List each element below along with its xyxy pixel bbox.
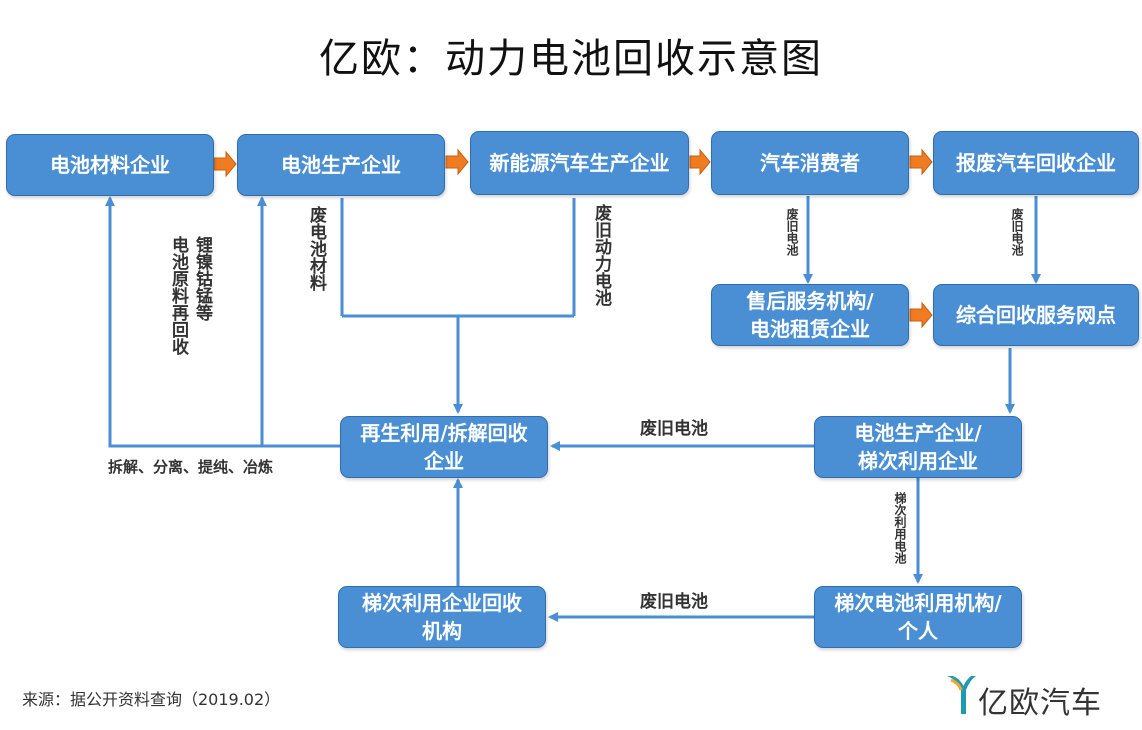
node-scrap-recycling: 报废汽车回收企业 xyxy=(933,131,1139,195)
orange-arrow-1 xyxy=(213,150,237,178)
node-consumer: 汽车消费者 xyxy=(711,131,909,195)
node-cascade-user: 梯次电池利用机构/ 个人 xyxy=(814,586,1022,648)
label-waste-power-battery: 废旧动力电池 xyxy=(591,204,611,306)
node-recycle-line1: 再生利用/拆解回收 xyxy=(360,421,528,445)
orange-arrow-3 xyxy=(689,148,711,176)
node-battery-material: 电池材料企业 xyxy=(6,134,214,196)
node-nev-production-label: 新能源汽车生产企业 xyxy=(489,151,670,175)
orange-arrow-5 xyxy=(909,301,933,329)
node-cascade-user-line2: 个人 xyxy=(898,619,938,643)
node-cascade-enterprise: 电池生产企业/ 梯次利用企业 xyxy=(814,416,1022,478)
node-cascade-ent-line2: 梯次利用企业 xyxy=(858,449,978,473)
label-waste-material: 废电池材料 xyxy=(306,206,326,291)
node-cascade-ent-line1: 电池生产企业/ xyxy=(854,421,982,445)
orange-arrow-2 xyxy=(445,148,469,176)
node-scrap-recycling-label: 报废汽车回收企业 xyxy=(956,151,1116,175)
label-waste-battery-bottom: 废旧电池 xyxy=(640,592,708,612)
node-cascade-user-line1: 梯次电池利用机构/ xyxy=(834,591,1002,615)
node-aftersales-line2: 电池租赁企业 xyxy=(750,317,870,341)
label-waste-battery-consumer: 废旧电池 xyxy=(785,208,799,256)
node-aftersales: 售后服务机构/ 电池租赁企业 xyxy=(711,284,909,346)
orange-arrow-4 xyxy=(909,148,933,176)
node-cascade-recycle-line1: 梯次利用企业回收 xyxy=(362,591,522,615)
label-waste-battery-scrap: 废旧电池 xyxy=(1010,208,1024,256)
node-cascade-recycle: 梯次利用企业回收 机构 xyxy=(338,586,546,648)
label-metal-recycle-a: 锂镍钴锰等 xyxy=(192,236,212,321)
node-aftersales-line1: 售后服务机构/ xyxy=(746,289,874,313)
source-note: 来源：据公开资料查询（2019.02） xyxy=(22,690,281,709)
node-consumer-label: 汽车消费者 xyxy=(760,151,860,175)
node-battery-material-label: 电池材料企业 xyxy=(50,153,170,177)
node-service-point: 综合回收服务网点 xyxy=(933,284,1139,346)
label-metal-recycle-b: 电池原料再回收 xyxy=(168,236,188,355)
node-battery-production-label: 电池生产企业 xyxy=(281,153,401,177)
logo-text: 亿欧汽车 xyxy=(978,686,1102,721)
label-waste-battery-mid: 废旧电池 xyxy=(640,419,708,439)
page-title: 亿欧：动力电池回收示意图 xyxy=(319,36,823,82)
label-process: 拆解、分离、提纯、冶炼 xyxy=(108,458,274,476)
brand-logo: 亿欧汽车 xyxy=(944,672,1134,721)
node-cascade-recycle-line2: 机构 xyxy=(422,619,462,643)
node-service-point-label: 综合回收服务网点 xyxy=(956,303,1116,327)
node-battery-production: 电池生产企业 xyxy=(237,134,445,196)
node-recycle-line2: 企业 xyxy=(424,449,464,473)
yiou-logo-icon xyxy=(947,676,976,714)
node-nev-production: 新能源汽车生产企业 xyxy=(470,131,689,195)
node-recycle-enterprise: 再生利用/拆解回收 企业 xyxy=(340,416,548,478)
label-cascade-use-battery: 梯次利用电池 xyxy=(893,492,907,564)
